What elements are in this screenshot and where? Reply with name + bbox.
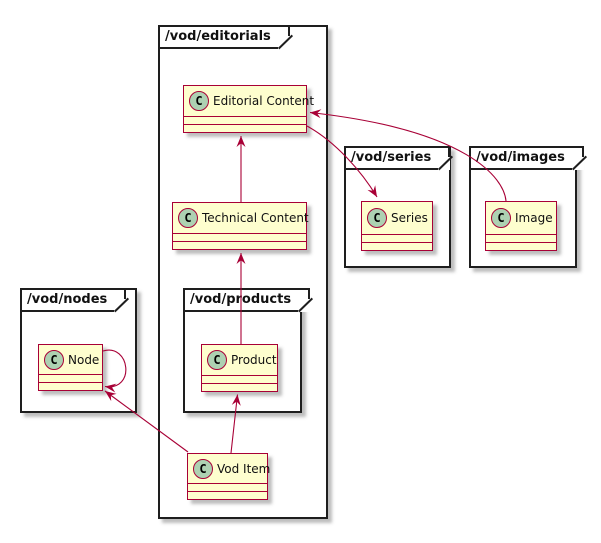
circled-c-icon: C	[367, 208, 387, 228]
class-technical-content: C Technical Content	[172, 202, 309, 250]
class-name: Node	[68, 352, 100, 367]
class-vod-item: C Vod Item	[187, 453, 271, 500]
class-image: C Image	[485, 201, 557, 251]
class-node: C Node	[38, 344, 103, 391]
class-title: C Image	[486, 202, 556, 234]
class-name: Technical Content	[202, 211, 309, 225]
class-title: C Product	[202, 345, 277, 375]
circled-c-icon: C	[178, 208, 198, 228]
package-label: /vod/products	[190, 292, 292, 307]
package-tab-nodes: /vod/nodes	[20, 288, 127, 312]
class-name: Series	[391, 211, 428, 225]
package-tab-series: /vod/series	[344, 146, 451, 170]
package-label: /vod/nodes	[27, 292, 108, 307]
circled-c-icon: C	[44, 349, 64, 370]
circled-c-icon: C	[491, 208, 511, 228]
class-name: Image	[515, 211, 553, 225]
methods-compartment	[39, 382, 102, 390]
package-label: /vod/series	[351, 150, 432, 165]
package-label: /vod/editorials	[165, 29, 271, 44]
fields-compartment	[188, 483, 267, 491]
class-name: Editorial Content	[213, 94, 315, 108]
methods-compartment	[173, 241, 306, 249]
methods-compartment	[202, 383, 277, 391]
circled-c-icon: C	[189, 91, 209, 111]
methods-compartment	[184, 124, 306, 132]
class-title: C Technical Content	[173, 203, 309, 233]
class-title: C Node	[39, 345, 102, 374]
class-title: C Editorial Content	[184, 86, 314, 116]
methods-compartment	[362, 242, 432, 250]
class-title: C Vod Item	[188, 454, 271, 483]
class-title: C Series	[362, 202, 432, 234]
class-product: C Product	[201, 344, 278, 392]
fields-compartment	[184, 116, 306, 124]
class-name: Vod Item	[217, 461, 271, 476]
methods-compartment	[188, 491, 267, 499]
fields-compartment	[362, 234, 432, 242]
class-name: Product	[231, 353, 277, 367]
fields-compartment	[173, 233, 306, 241]
class-editorial-content: C Editorial Content	[183, 85, 314, 133]
fields-compartment	[39, 374, 102, 382]
fields-compartment	[486, 234, 556, 242]
circled-c-icon: C	[207, 350, 227, 370]
circled-c-icon: C	[193, 458, 213, 479]
package-tab-images: /vod/images	[469, 146, 584, 170]
package-tab-products: /vod/products	[183, 288, 311, 312]
package-label: /vod/images	[476, 150, 565, 165]
fields-compartment	[202, 375, 277, 383]
methods-compartment	[486, 242, 556, 250]
package-tab-editorials: /vod/editorials	[158, 25, 290, 49]
class-series: C Series	[361, 201, 433, 251]
